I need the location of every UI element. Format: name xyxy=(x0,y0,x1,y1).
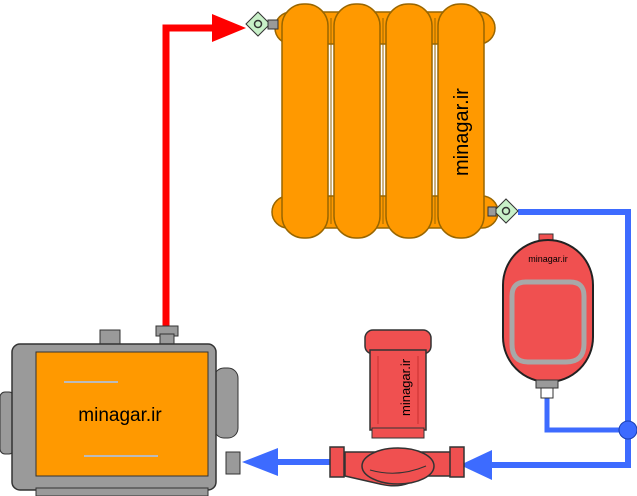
radiator-column xyxy=(385,3,433,239)
supply-pipe xyxy=(162,14,246,330)
radiator-column xyxy=(437,3,485,239)
radiator-column xyxy=(333,3,381,239)
boiler: minagar.ir xyxy=(0,325,241,496)
radiator: minagar.ir xyxy=(271,3,499,239)
radiator-column xyxy=(281,3,329,239)
return-pipe xyxy=(242,209,637,480)
outlet-valve xyxy=(487,198,519,224)
expansion-tank: minagar.ir xyxy=(502,233,594,399)
inlet-valve xyxy=(245,11,279,37)
circulation-pump: minagar.ir xyxy=(329,329,465,487)
tee-junction xyxy=(618,420,637,440)
return-arrow-right xyxy=(460,450,492,480)
return-arrow-left xyxy=(242,448,278,476)
radiator-watermark: minagar.ir xyxy=(451,88,473,176)
pump-watermark: minagar.ir xyxy=(398,358,413,416)
tank-watermark: minagar.ir xyxy=(528,254,568,264)
boiler-watermark: minagar.ir xyxy=(78,405,162,426)
supply-arrow xyxy=(212,14,246,42)
